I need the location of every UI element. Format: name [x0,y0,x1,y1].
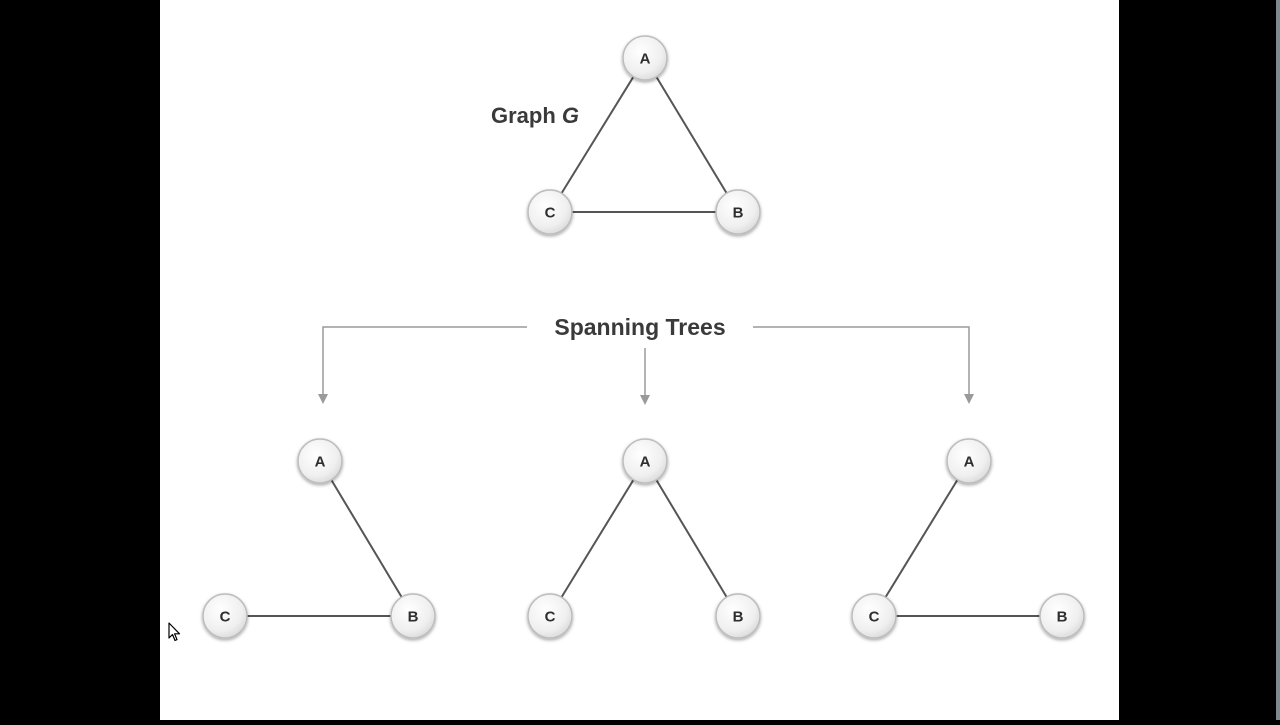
svg-text:B: B [733,609,744,626]
tree2-edge-ab [644,460,739,617]
svg-text:A: A [315,454,326,471]
tree2-node-a: A [622,438,668,484]
tree1-node-b: B [390,593,436,639]
svg-text:C: C [545,609,556,626]
spanning-tree-3: A C B [851,438,1085,639]
tree2-node-c: C [527,593,573,639]
middle-arrow-head [640,395,650,405]
slide-canvas: Graph G A C B Spanning Trees [160,0,1119,720]
tree2-node-b: B [715,593,761,639]
tree3-edge-ac [873,460,970,617]
svg-text:A: A [640,454,651,471]
tree3-node-b: B [1039,593,1085,639]
mouse-pointer-icon [168,622,181,642]
left-arrow-head [318,394,328,404]
spanning-tree-1: A C B [202,438,436,639]
right-edge-strip [1276,0,1280,720]
svg-text:C: C [869,609,880,626]
svg-text:C: C [220,609,231,626]
tree3-node-c: C [851,593,897,639]
graph-edge-ab [644,57,739,213]
svg-text:B: B [408,609,419,626]
spanning-trees-heading: Spanning Trees [554,314,725,340]
tree1-node-a: A [297,438,343,484]
svg-text:B: B [733,205,744,222]
svg-text:C: C [545,205,556,222]
graph-node-b: B [715,189,761,235]
graph-g: Graph G A C B [491,35,761,235]
tree2-edge-ac [549,460,646,617]
left-arrow-line [322,326,527,395]
graph-title: Graph G [491,103,579,128]
graph-node-a: A [622,35,668,81]
tree1-edge-ab [319,460,414,617]
tree1-node-c: C [202,593,248,639]
svg-text:A: A [964,454,975,471]
tree3-node-a: A [946,438,992,484]
graph-edge-ac [549,57,646,213]
spanning-tree-diagram: Graph G A C B Spanning Trees [202,35,1085,639]
spanning-tree-2: A C B [527,438,761,639]
right-arrow-head [964,394,974,404]
graph-node-c: C [527,189,573,235]
spanning-trees-connector: Spanning Trees [318,314,974,405]
svg-text:B: B [1057,609,1068,626]
svg-text:A: A [640,51,651,68]
right-arrow-line [753,326,970,395]
